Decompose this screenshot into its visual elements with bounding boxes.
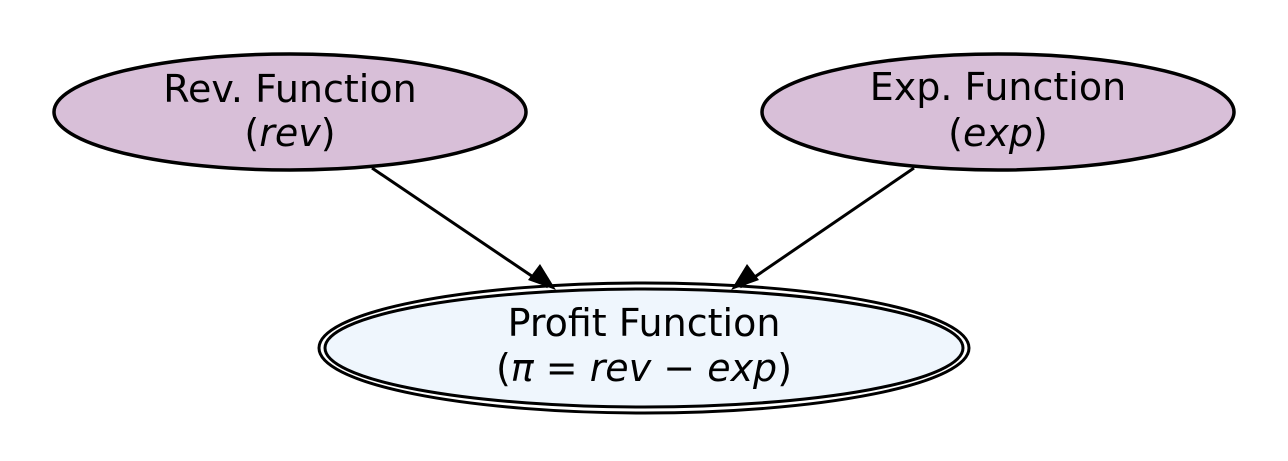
- node-revenue-formula: (rev): [244, 111, 335, 155]
- edge-revenue-to-profit-arrowhead: [528, 264, 556, 290]
- edge-expense-to-profit: [739, 166, 915, 289]
- node-expense-title: Exp. Function: [870, 65, 1126, 109]
- node-profit[interactable]: Profit Function (π = rev − exp): [317, 281, 971, 415]
- edges: [371, 166, 915, 290]
- node-revenue-shape: [52, 52, 528, 172]
- node-expense-formula: (exp): [948, 111, 1048, 155]
- node-revenue[interactable]: Rev. Function (rev): [52, 52, 528, 172]
- node-revenue-title: Rev. Function: [163, 67, 416, 111]
- node-profit-shape: [323, 287, 965, 409]
- node-profit-title: Profit Function: [508, 301, 781, 345]
- edge-revenue-to-profit: [371, 166, 549, 289]
- node-expense-shape: [760, 52, 1236, 172]
- edge-expense-to-profit-arrowhead: [731, 264, 759, 290]
- node-expense[interactable]: Exp. Function (exp): [760, 52, 1236, 172]
- node-profit-outer-border: [317, 281, 971, 415]
- node-profit-formula: (π = rev − exp): [496, 346, 792, 390]
